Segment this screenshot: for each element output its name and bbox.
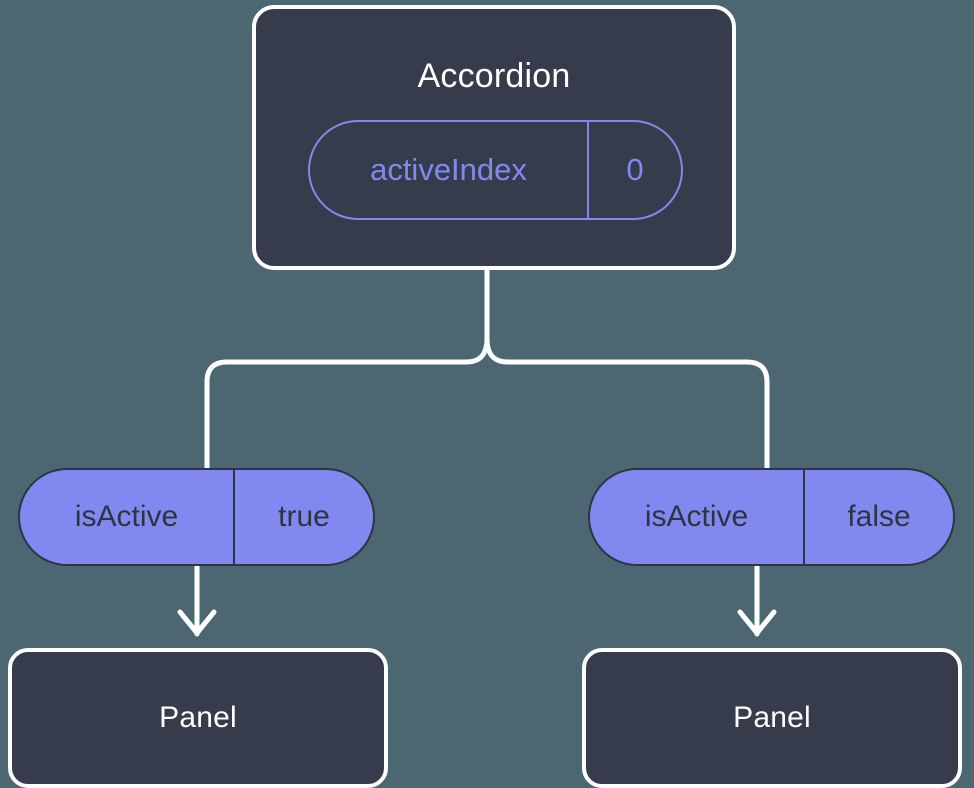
connector-branch-left bbox=[204, 335, 490, 471]
prop-chip-is-active-false[interactable]: isActive false bbox=[588, 468, 955, 566]
diagram-canvas: Accordion activeIndex 0 isActive true is… bbox=[8, 5, 962, 788]
state-chip-active-index[interactable]: activeIndex 0 bbox=[308, 120, 683, 220]
prop-chip-key: isActive bbox=[74, 500, 179, 533]
node-panel-right[interactable]: Panel bbox=[582, 648, 962, 788]
arrow-head-right-icon bbox=[737, 609, 777, 636]
node-panel-left-title: Panel bbox=[159, 701, 237, 734]
arrow-head-left-icon bbox=[177, 609, 217, 636]
state-chip-key: activeIndex bbox=[370, 152, 527, 187]
node-panel-left[interactable]: Panel bbox=[8, 648, 388, 788]
state-chip-value: 0 bbox=[587, 122, 681, 218]
prop-chip-value: true bbox=[233, 470, 373, 564]
connector-branch-right bbox=[484, 335, 770, 471]
node-accordion-title: Accordion bbox=[417, 57, 571, 95]
prop-chip-is-active-true[interactable]: isActive true bbox=[18, 468, 375, 566]
node-panel-right-title: Panel bbox=[733, 701, 811, 734]
prop-chip-key: isActive bbox=[644, 500, 749, 533]
prop-chip-value: false bbox=[803, 470, 953, 564]
